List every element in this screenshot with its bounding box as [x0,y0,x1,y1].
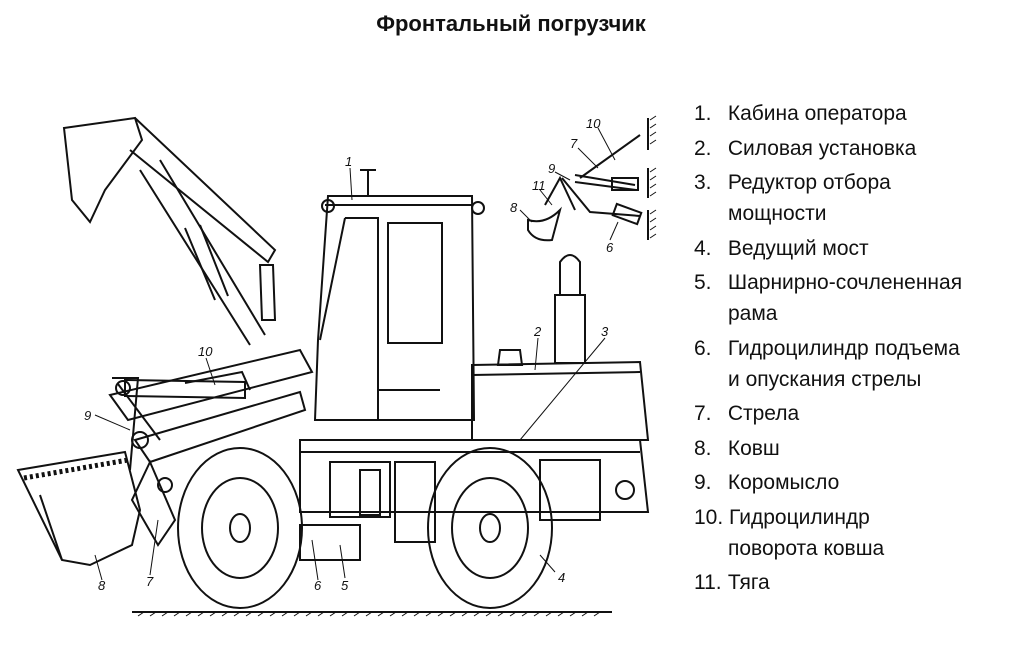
callout-6: 6 [314,578,322,593]
callout-1: 1 [345,154,352,169]
raised-bucket-outline [62,116,277,346]
inset-callout-10: 10 [586,116,601,131]
callout-4: 4 [558,570,565,585]
inset-callout-8: 8 [510,200,518,215]
diagram-title: Фронтальный погрузчик [376,11,646,36]
inset-callout-7: 7 [570,136,578,151]
callout-3: 3 [601,324,609,339]
ground-line [132,611,612,617]
chassis-frame [299,439,650,561]
legend-item: 8. Ковш [694,436,780,460]
front-wheel [177,447,303,609]
bucket [16,450,142,567]
legend-item: 4. Ведущий мост [694,236,869,260]
callout-10: 10 [198,344,213,359]
inset-callout-9: 9 [548,161,555,176]
inset-linkage-diagram [527,115,657,242]
legend-item: 2. Силовая установка [694,136,917,160]
callout-9: 9 [84,408,91,423]
boom-arm [108,348,314,547]
operator-cab [313,169,485,421]
callout-8: 8 [98,578,106,593]
callout-7: 7 [146,574,154,589]
bucket-cylinder [115,370,251,400]
legend-item: 7. Стрела [694,402,800,425]
parts-legend: 1. Кабина оператора 2. Силовая установка… [694,98,1019,602]
inset-callout-11: 11 [532,178,546,193]
callout-labels: 1 2 3 4 5 6 7 8 9 10 [84,154,609,593]
callout-leaders [94,127,619,581]
rear-wheel [427,447,553,609]
legend-item: 1. Кабина оператора [694,102,907,125]
engine-hood [471,254,650,441]
inset-callout-6: 6 [606,240,614,255]
inset-callout-labels: 10 7 9 11 8 6 [510,116,614,255]
legend-item: 9. Коромысло [694,471,840,494]
callout-2: 2 [533,324,542,339]
legend-item: 11. Тяга [694,571,770,594]
callout-5: 5 [341,578,349,593]
